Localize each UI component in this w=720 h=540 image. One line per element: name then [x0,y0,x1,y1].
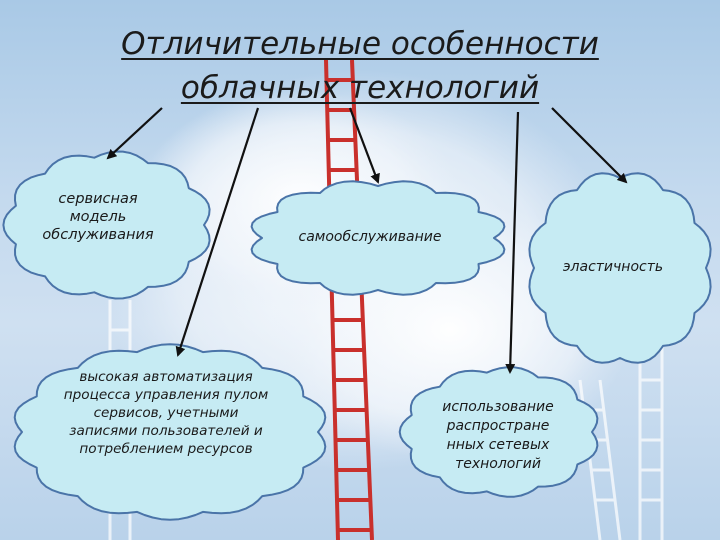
label-elasticity: эластичность [562,259,664,275]
cloud-elasticity [528,172,712,364]
arrow-to-automation [175,107,260,357]
label-self-service: самообслуживание [298,229,442,245]
page-title: Отличительные особенности облачных техно… [60,22,660,110]
cloud-self-service [250,180,506,296]
label-service-model: сервисная модель обслуживания [42,191,154,243]
arrow-to-network-tech [505,111,520,374]
title-line-1: Отличительные особенности [121,26,599,62]
arrow-to-elasticity [551,107,628,184]
arrow-to-self-service [348,107,380,184]
cloud-automation [13,343,327,521]
cloud-network-tech [398,366,599,498]
title-line-2: облачных технологий [180,70,540,106]
cloud-service-model [2,150,211,300]
arrow-to-service-model [106,107,163,160]
label-automation: высокая автоматизация процесса управлени… [63,369,269,457]
label-network-tech: использование распростране нных сетевых … [442,399,554,472]
